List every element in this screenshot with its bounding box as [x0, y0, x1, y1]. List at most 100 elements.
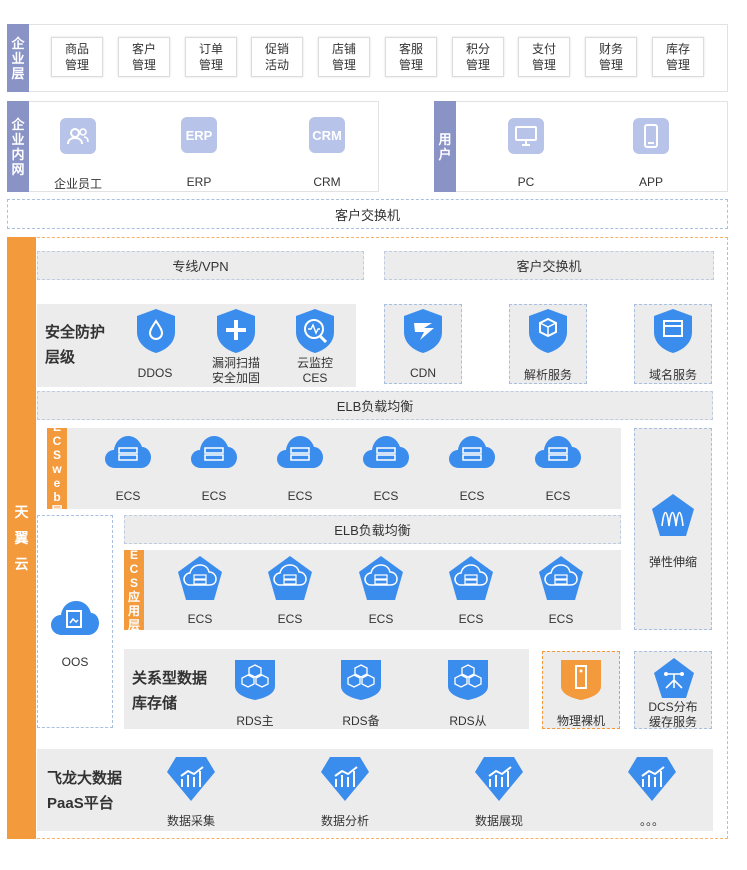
- web-ecs-label-5: ECS: [545, 489, 571, 503]
- web-layer-box: [47, 428, 621, 509]
- employee-label: 企业员工: [53, 177, 102, 191]
- biz-item-1: 客户管理: [118, 37, 170, 77]
- cdn-label: CDN: [410, 366, 436, 380]
- paas-box: [37, 749, 713, 831]
- dcs-icon: [652, 656, 696, 700]
- paas-title: 飞龙大数据PaaS平台: [47, 770, 123, 812]
- biz-item-label: 客户管理: [131, 42, 156, 72]
- cdn-icon: [402, 308, 444, 354]
- paas-label-2: 数据展现: [474, 814, 523, 828]
- web-ecs-label-2: ECS: [287, 489, 313, 503]
- rds-label-0: RDS主: [236, 714, 274, 728]
- web-ecs-label-0: ECS: [115, 489, 141, 503]
- biz-item-8: 财务管理: [585, 37, 637, 77]
- biz-item-label: 客服管理: [398, 42, 423, 72]
- pc-label: PC: [517, 175, 535, 189]
- db-title: 关系型数据库存储: [132, 670, 208, 712]
- biz-item-label: 库存管理: [665, 42, 690, 72]
- cloud-label: 天翼云: [14, 504, 29, 572]
- web-ecs-icon-4: [448, 432, 496, 472]
- web-layer-label: ECS web层: [47, 420, 67, 518]
- rds-icon-2: [445, 656, 491, 702]
- web-ecs-label-1: ECS: [201, 489, 227, 503]
- rds-icon-1: [338, 656, 384, 702]
- biz-item-4: 店铺管理: [318, 37, 370, 77]
- customer-switch-top: 客户交换机: [7, 199, 728, 229]
- rds-label-1: RDS备: [342, 714, 380, 728]
- elb-bar-2: ELB负载均衡: [124, 515, 621, 544]
- app-ecs-icon-4: [538, 555, 584, 601]
- cloud-label-bar: 天翼云: [7, 237, 36, 839]
- paas-icon-1: [320, 756, 370, 802]
- erp-label: ERP: [186, 175, 212, 189]
- dcs-label: DCS分布 缓存服务: [648, 700, 698, 729]
- user-label: 用户: [434, 101, 456, 192]
- paas-label-0: 数据采集: [166, 814, 215, 828]
- ddos-icon: [135, 308, 177, 354]
- biz-item-3: 促销活动: [251, 37, 303, 77]
- app-ecs-label-0: ECS: [187, 612, 213, 626]
- biz-item-6: 积分管理: [452, 37, 504, 77]
- paas-icon-0: [166, 756, 216, 802]
- paas-icon-2: [474, 756, 524, 802]
- app-ecs-icon-2: [358, 555, 404, 601]
- app-ecs-label-1: ECS: [277, 612, 303, 626]
- phone-icon: [633, 118, 669, 154]
- cloud-switch-bar: 客户交换机: [384, 251, 714, 280]
- rds-label-2: RDS从: [449, 714, 487, 728]
- biz-item-label: 财务管理: [598, 42, 623, 72]
- security-title: 安全防护层级: [45, 324, 106, 366]
- domain-icon: [652, 308, 694, 354]
- paas-label-3: 。。。: [639, 814, 664, 828]
- paas-icon-3: [627, 756, 677, 802]
- app-ecs-label-4: ECS: [548, 612, 574, 626]
- vuln-scan-label: 漏洞扫描 安全加固: [211, 356, 260, 385]
- bare-metal-label: 物理裸机: [556, 714, 605, 728]
- ddos-label: DDOS: [137, 366, 173, 380]
- biz-item-2: 订单管理: [185, 37, 237, 77]
- web-ecs-icon-2: [276, 432, 324, 472]
- vpn-bar: 专线/VPN: [37, 251, 364, 280]
- enterprise-layer-label: 企业层: [7, 24, 29, 92]
- app-ecs-icon-3: [448, 555, 494, 601]
- dns-parse-icon: [527, 308, 569, 354]
- ces-icon: [294, 308, 336, 354]
- app-layer-label: ECS应用层: [124, 548, 144, 632]
- elastic-label: 弹性伸缩: [648, 555, 697, 569]
- monitor-icon: [508, 118, 544, 154]
- elb-bar-1: ELB负载均衡: [37, 391, 713, 420]
- biz-item-9: 库存管理: [652, 37, 704, 77]
- intranet-label: 企业内网: [7, 101, 29, 192]
- vuln-scan-icon: [215, 308, 257, 354]
- biz-item-label: 店铺管理: [331, 42, 356, 72]
- web-ecs-label-4: ECS: [459, 489, 485, 503]
- oos-label: OOS: [61, 655, 89, 669]
- app-ecs-label-2: ECS: [368, 612, 394, 626]
- bare-metal-icon: [558, 656, 604, 702]
- web-ecs-icon-0: [104, 432, 152, 472]
- biz-item-label: 订单管理: [198, 42, 223, 72]
- erp-icon: ERP: [181, 117, 217, 153]
- biz-item-label: 支付管理: [531, 42, 556, 72]
- app-ecs-icon-0: [177, 555, 223, 601]
- user-box: [434, 101, 728, 192]
- biz-item-label: 积分管理: [465, 42, 490, 72]
- biz-item-0: 商品管理: [51, 37, 103, 77]
- biz-item-label: 商品管理: [64, 42, 89, 72]
- app-label: APP: [638, 175, 663, 189]
- people-icon: [60, 118, 96, 154]
- web-ecs-label-3: ECS: [373, 489, 399, 503]
- app-ecs-icon-1: [267, 555, 313, 601]
- biz-item-5: 客服管理: [385, 37, 437, 77]
- crm-icon: CRM: [309, 117, 345, 153]
- app-ecs-label-3: ECS: [458, 612, 484, 626]
- crm-label: CRM: [313, 175, 341, 189]
- web-ecs-icon-5: [534, 432, 582, 472]
- dns-parse-label: 解析服务: [523, 368, 572, 382]
- biz-item-label: 促销活动: [264, 42, 289, 72]
- paas-label-1: 数据分析: [320, 814, 369, 828]
- web-ecs-icon-3: [362, 432, 410, 472]
- oos-icon: [50, 597, 100, 637]
- rds-icon-0: [232, 656, 278, 702]
- elastic-icon: [650, 492, 696, 540]
